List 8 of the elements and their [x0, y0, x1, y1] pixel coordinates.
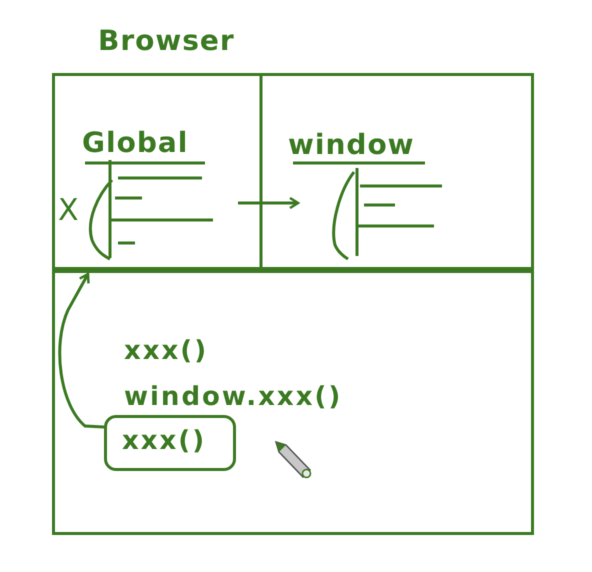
code-line: xxx() [124, 338, 208, 364]
heading: Browser [98, 27, 235, 55]
code-line: xxx() [122, 428, 206, 454]
heading: Global [82, 129, 188, 157]
code-line: window.xxx() [124, 384, 342, 410]
variable-label: X [58, 196, 81, 226]
highlight-outline [104, 415, 236, 471]
heading: window [288, 131, 415, 159]
